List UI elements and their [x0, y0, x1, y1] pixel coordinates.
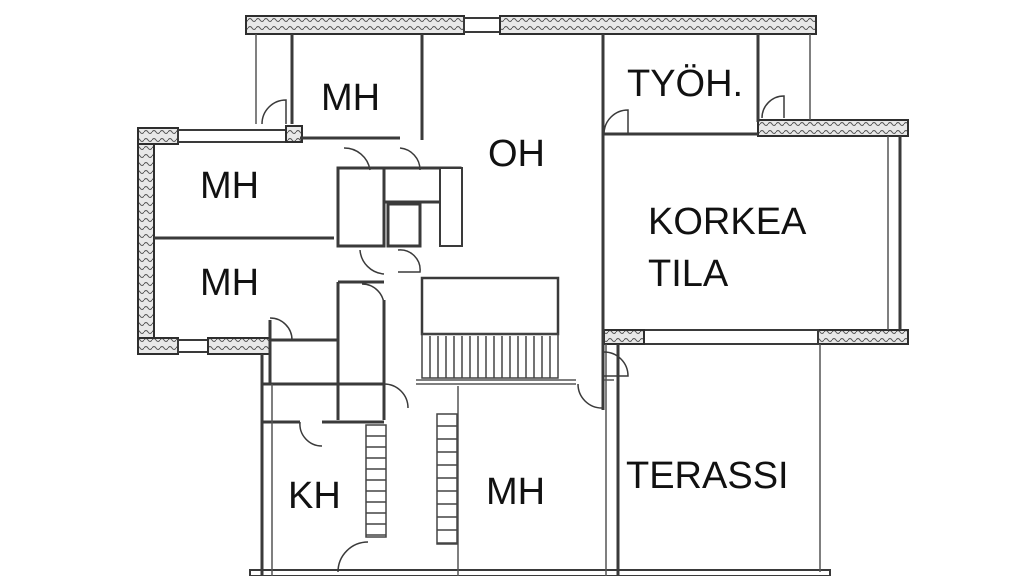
room-label-mh-top: MH: [321, 77, 381, 119]
room-label-kh: KH: [288, 475, 341, 517]
room-label-tyoh: TYÖH.: [627, 63, 744, 105]
room-label-oh: OH: [488, 133, 545, 175]
stair-treads: [366, 336, 551, 544]
room-label-mh-left-upper: MH: [200, 165, 260, 207]
door-swings: [261, 95, 785, 573]
interior-walls: [154, 34, 902, 576]
exterior-walls: [137, 15, 909, 576]
room-label-mh-bottom: MH: [486, 471, 546, 513]
room-label-terassi: TERASSI: [626, 455, 789, 497]
room-label-mh-left-lower: MH: [200, 262, 260, 304]
room-label-korkea-tila: KORKEA TILA: [648, 201, 807, 295]
staircase: [416, 276, 576, 385]
